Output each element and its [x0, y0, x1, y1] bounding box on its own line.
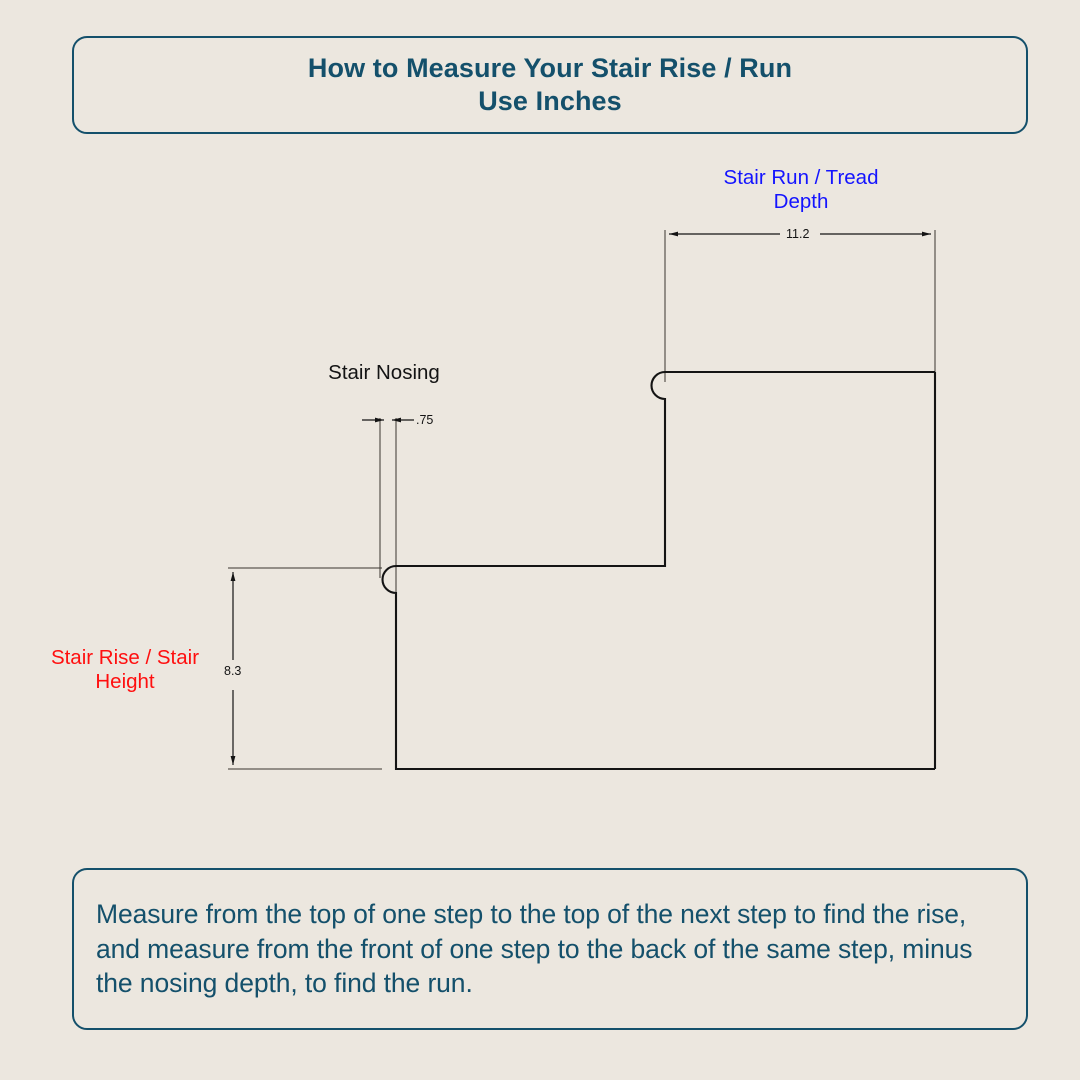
label-stair-run: Stair Run / Tread Depth	[723, 166, 879, 213]
label-stair-nosing: Stair Nosing	[328, 361, 440, 384]
stair-profile-outline	[381, 370, 937, 771]
dimension-lines	[230, 231, 931, 765]
extension-lines	[228, 230, 936, 770]
lower-step-profile	[381, 564, 935, 771]
dimension-value-run: 11.2	[786, 227, 810, 241]
title-line-2: Use Inches	[478, 86, 622, 116]
title-callout-box: How to Measure Your Stair Rise / Run Use…	[72, 36, 1028, 134]
title-line-1: How to Measure Your Stair Rise / Run	[307, 53, 793, 84]
instruction-callout-box: Measure from the top of one step to the …	[72, 868, 1028, 1030]
upper-step-profile	[396, 370, 935, 568]
label-stair-rise: Stair Rise / Stair Height	[50, 646, 200, 693]
instruction-text: Measure from the top of one step to the …	[96, 898, 973, 999]
dimension-value-nosing: .75	[416, 413, 434, 427]
dimension-value-rise: 8.3	[224, 664, 242, 678]
